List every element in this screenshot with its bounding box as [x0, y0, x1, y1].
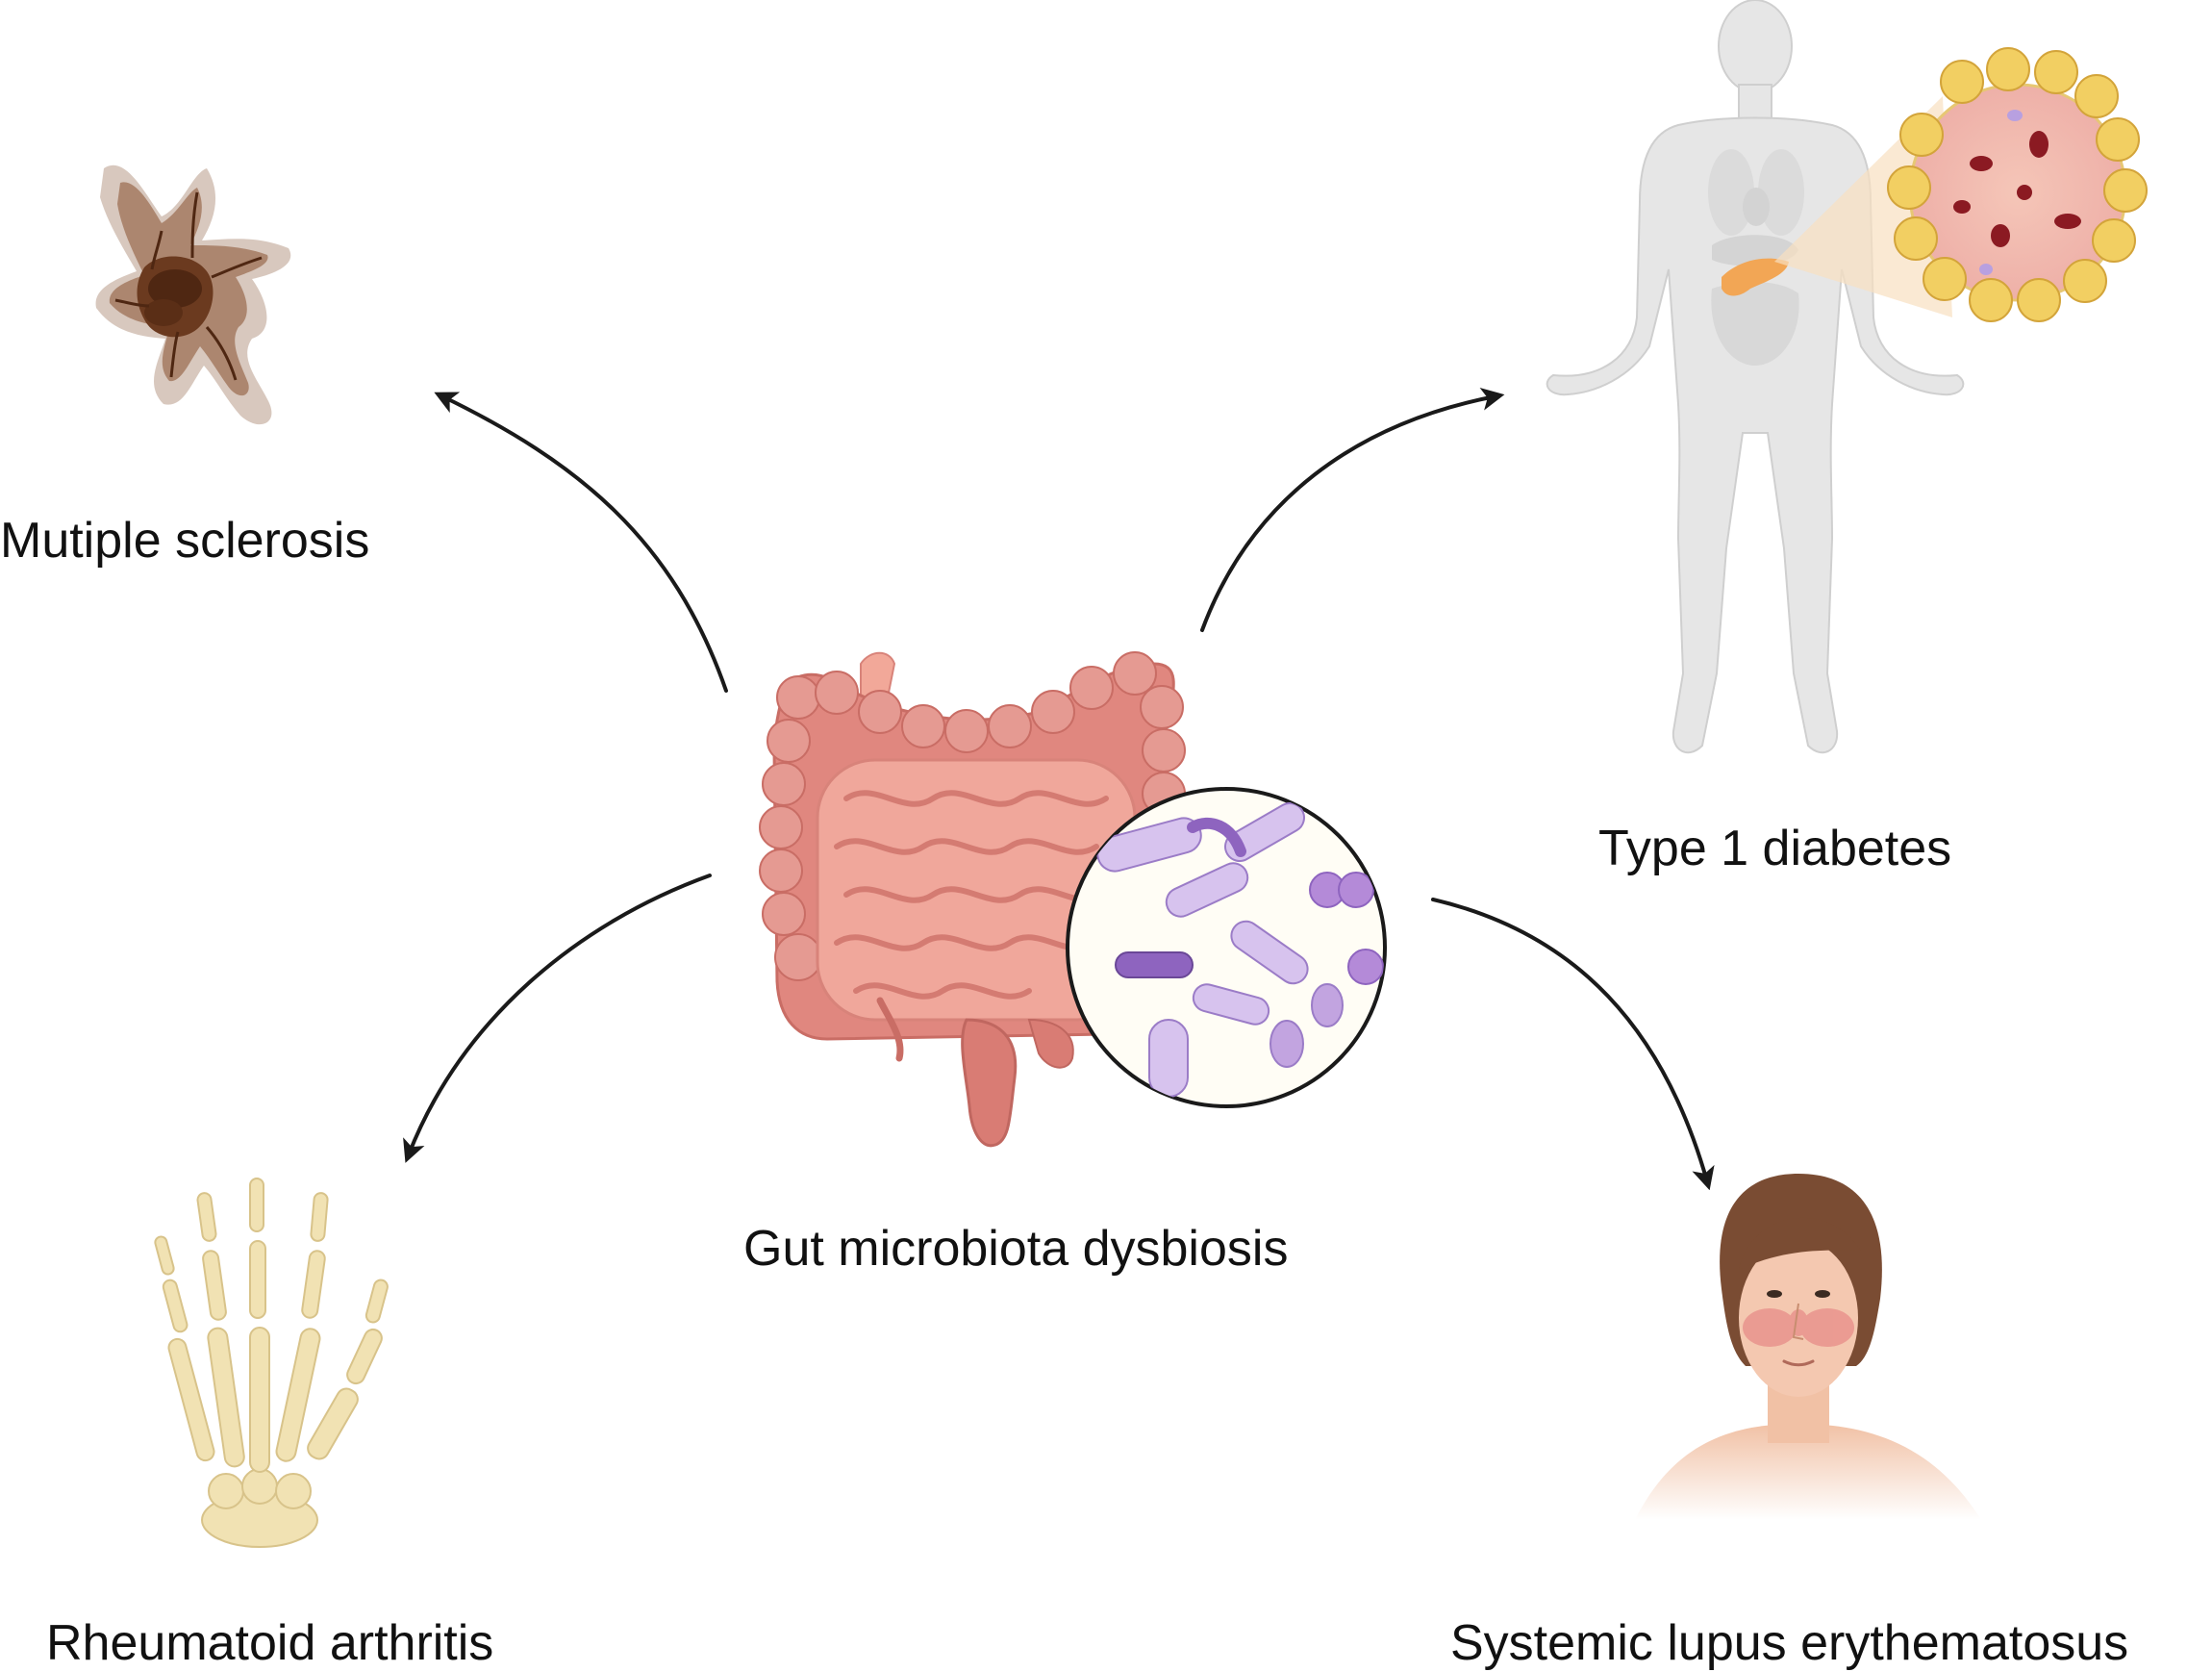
label-gut-microbiota-dysbiosis: Gut microbiota dysbiosis — [743, 1221, 1289, 1277]
arrow-to-multiple-sclerosis — [434, 392, 728, 693]
butterfly-rash-face-icon — [1635, 1174, 1981, 1520]
label-rheumatoid-arthritis: Rheumatoid arthritis — [46, 1615, 494, 1671]
human-body-pancreas-islet-icon — [1546, 0, 2148, 754]
arrows — [403, 387, 1715, 1191]
arrow-to-type1-diabetes — [1200, 387, 1505, 632]
arrow-to-lupus — [1431, 898, 1715, 1191]
arrow-to-rheumatoid-arthritis — [403, 874, 712, 1163]
neuron-lesion-icon — [95, 165, 291, 425]
label-multiple-sclerosis: Mutiple sclerosis — [0, 513, 370, 569]
hand-skeleton-icon — [154, 1178, 389, 1548]
intestine-with-microbiota-icon — [759, 651, 1387, 1148]
label-systemic-lupus-erythematosus: Systemic lupus erythematosus — [1450, 1615, 2129, 1671]
label-type1-diabetes: Type 1 diabetes — [1598, 821, 1952, 876]
